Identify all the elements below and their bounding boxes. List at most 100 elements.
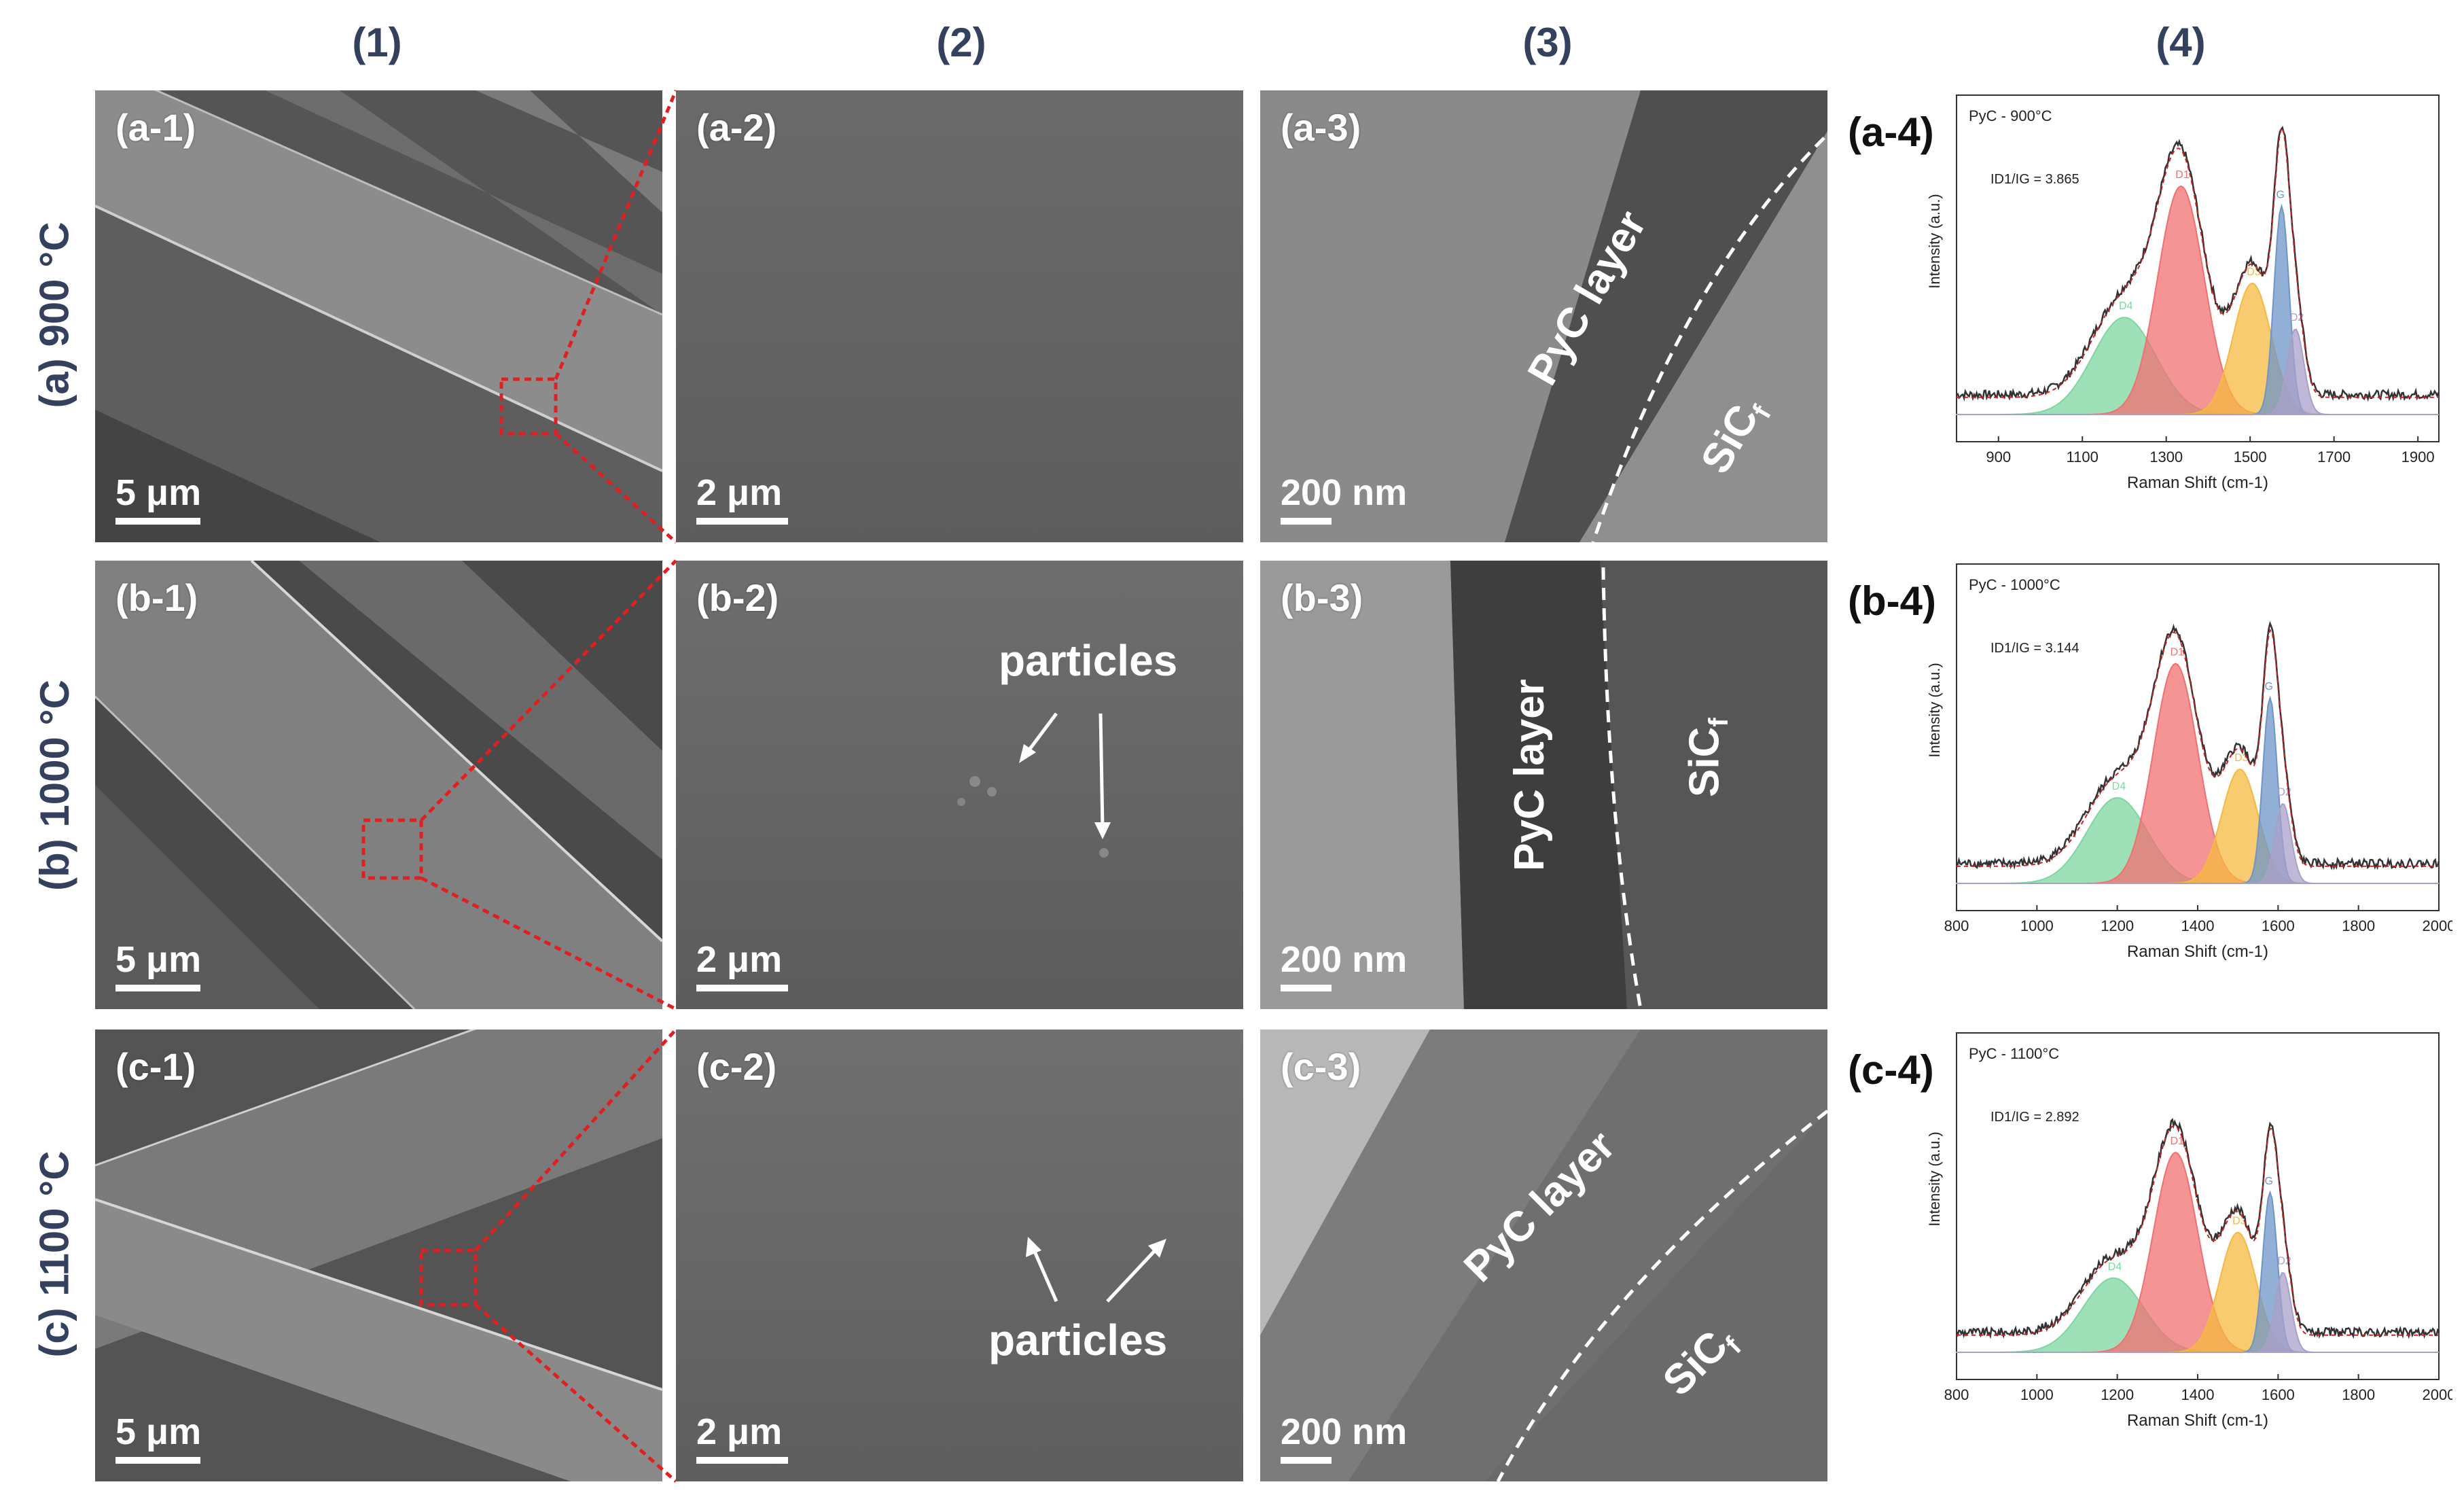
panel-tag-c2: (c-2) [696, 1045, 777, 1088]
scale-line-c1 [115, 1457, 200, 1464]
scale-line-c3 [1281, 1457, 1332, 1464]
ratio-label: ID1/IG = 3.144 [1990, 641, 2079, 656]
x-tick-label: 1900 [2401, 448, 2435, 465]
panel-tag-a3: (a-3) [1281, 106, 1361, 149]
x-tick-label: 800 [1944, 917, 1969, 934]
peak-label-D4: D4 [2108, 1261, 2122, 1273]
fit-line [1957, 1125, 2439, 1336]
spectrum-line [1955, 1118, 2440, 1339]
peak-D2 [1957, 328, 2439, 415]
scale-bar-a2: 2 μm [696, 472, 788, 525]
column-header-2: (2) [936, 20, 986, 65]
scale-label-c3: 200 nm [1281, 1411, 1408, 1452]
column-header-3: (3) [1522, 20, 1573, 65]
fit-line [1957, 629, 2439, 867]
sem-surface-image [676, 561, 1243, 1009]
panel-tag-b4: (b-4) [1848, 578, 1936, 624]
sem-cross-section-image [1260, 1030, 1827, 1481]
x-tick-label: 1400 [2181, 1386, 2215, 1403]
scale-bar-c1: 5 μm [115, 1411, 201, 1464]
sem-panel-c3: (c-3) PyC layer SiCf 200 nm [1260, 1030, 1827, 1481]
scale-bar-a1: 5 μm [115, 472, 201, 525]
x-tick-label: 1200 [2101, 1386, 2134, 1403]
sem-panel-a2: (a-2) 2 μm [676, 90, 1243, 542]
particles-label-b2: particles [999, 636, 1178, 685]
panel-tag-c4: (c-4) [1848, 1047, 1934, 1093]
x-tick-label: 800 [1944, 1386, 1969, 1403]
panel-tag-b1: (b-1) [115, 576, 198, 619]
y-axis-label: Intensity (a.u.) [1926, 1131, 1943, 1226]
x-tick-label: 900 [1986, 448, 2011, 465]
panel-tag-c1: (c-1) [115, 1045, 196, 1088]
x-tick-label: 1200 [2101, 917, 2134, 934]
x-tick-label: 1400 [2181, 917, 2215, 934]
y-axis-label: Intensity (a.u.) [1926, 194, 1943, 288]
peak-label-D3: D3 [2247, 266, 2261, 278]
peak-label-G: G [2265, 1176, 2273, 1187]
panel-tag-a4: (a-4) [1848, 109, 1934, 155]
particles-label-c2: particles [988, 1316, 1168, 1365]
peak-label-G: G [2276, 189, 2284, 200]
x-tick-label: 2000 [2423, 1386, 2452, 1403]
column-header-1: (1) [352, 20, 402, 65]
x-tick-label: 2000 [2423, 917, 2452, 934]
sem-panel-c1: (c-1) 5 μm [95, 1030, 662, 1481]
sem-fibers-image [95, 1030, 662, 1481]
scale-line-b3 [1281, 985, 1332, 991]
peak-label-D4: D4 [2112, 781, 2126, 792]
x-tick-label: 1700 [2317, 448, 2351, 465]
sem-panel-c2: (c-2) particles 2 μm [676, 1030, 1243, 1481]
peak-label-D1: D1 [2170, 647, 2184, 658]
sem-panel-b3: (b-3) PyC layer SiCf 200 nm [1260, 561, 1827, 1009]
scale-line-b2 [696, 985, 788, 991]
chart-title: PyC - 900°C [1969, 107, 2052, 124]
chart-title: PyC - 1100°C [1969, 1045, 2059, 1062]
panel-tag-a2: (a-2) [696, 106, 777, 149]
scale-bar-c3: 200 nm [1281, 1411, 1407, 1464]
scale-line-a3 [1281, 518, 1332, 525]
sem-panel-a3: (a-3) PyC layer SiCf 200 nm [1260, 90, 1827, 542]
scale-bar-b1: 5 μm [115, 938, 201, 991]
scale-line-b1 [115, 985, 200, 991]
scale-label-a3: 200 nm [1281, 472, 1408, 513]
scale-bar-b2: 2 μm [696, 938, 788, 991]
ratio-label: ID1/IG = 3.865 [1990, 172, 2079, 187]
x-tick-label: 1000 [2020, 917, 2054, 934]
x-tick-label: 1100 [2067, 448, 2099, 465]
sem-panel-b2: (b-2) particles 2 μm [676, 561, 1243, 1009]
scale-label-b3: 200 nm [1281, 939, 1408, 980]
x-tick-label: 1800 [2342, 917, 2375, 934]
x-tick-label: 1500 [2234, 448, 2267, 465]
peak-label-G: G [2265, 681, 2273, 692]
y-axis-label: Intensity (a.u.) [1926, 663, 1943, 757]
peak-label-D1: D1 [2175, 169, 2190, 181]
peak-label-D4: D4 [2119, 300, 2133, 312]
scale-label-c1: 5 μm [115, 1411, 202, 1452]
x-tick-label: 1600 [2262, 917, 2295, 934]
x-tick-label: 1000 [2020, 1386, 2054, 1403]
scale-bar-b3: 200 nm [1281, 938, 1407, 991]
sem-surface-image [676, 90, 1243, 542]
panel-tag-b2: (b-2) [696, 576, 779, 619]
sem-fibers-image [95, 90, 662, 542]
sem-panel-a1: (a-1) 5 μm [95, 90, 662, 542]
fit-line [1957, 126, 2439, 398]
scale-label-a1: 5 μm [115, 472, 202, 513]
panel-tag-a1: (a-1) [115, 106, 196, 149]
x-tick-label: 1800 [2342, 1386, 2375, 1403]
sem-panel-b1: (b-1) 5 μm [95, 561, 662, 1009]
scale-bar-c2: 2 μm [696, 1411, 788, 1464]
column-header-4: (4) [2156, 20, 2206, 65]
x-axis-label: Raman Shift (cm-1) [2127, 943, 2268, 961]
scale-label-b2: 2 μm [696, 939, 783, 980]
scale-label-b1: 5 μm [115, 939, 202, 980]
scale-label-a2: 2 μm [696, 472, 783, 513]
chart-title: PyC - 1000°C [1969, 576, 2060, 593]
x-axis-label: Raman Shift (cm-1) [2127, 474, 2268, 492]
x-tick-label: 1600 [2262, 1386, 2295, 1403]
sem-cross-section-image [1260, 90, 1827, 542]
peak-D2 [1957, 1271, 2439, 1353]
